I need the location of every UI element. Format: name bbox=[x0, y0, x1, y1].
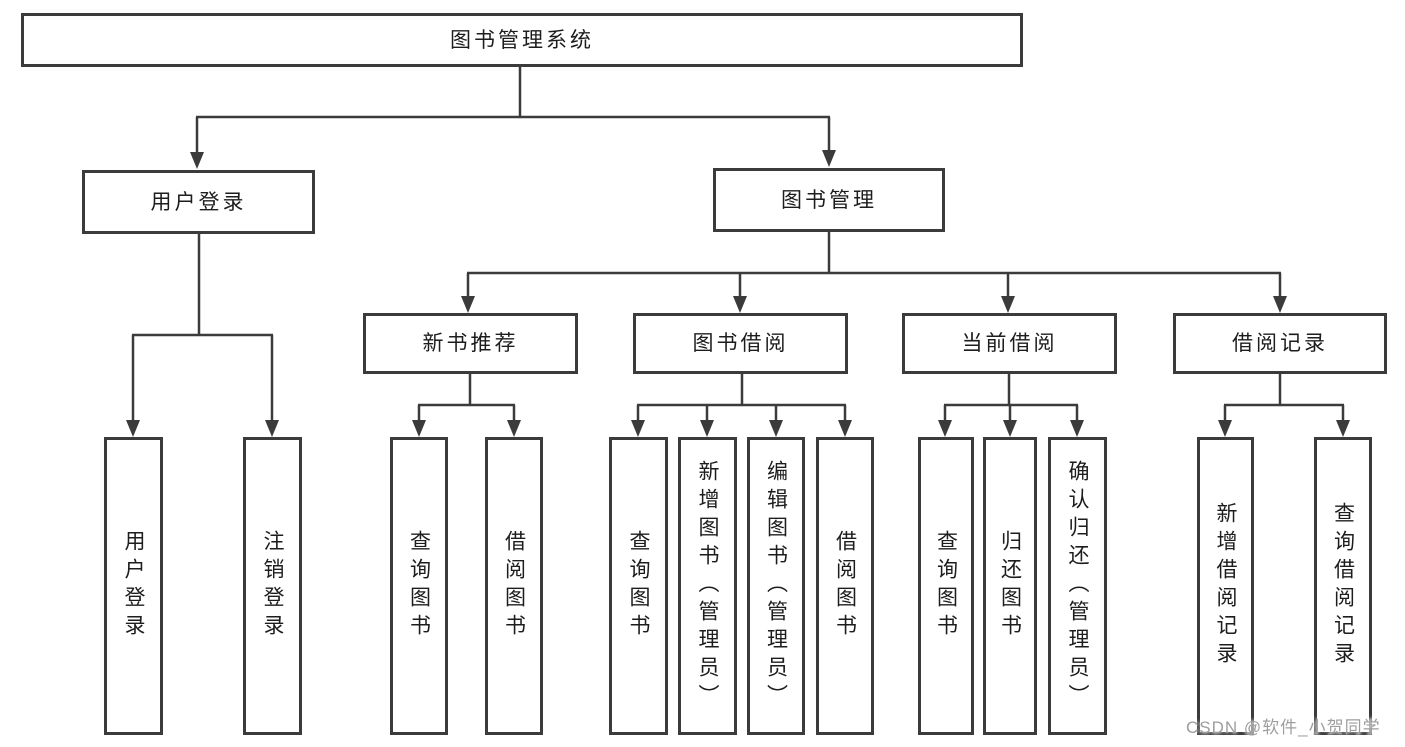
leaf-borrow-books-1: 借阅图书 bbox=[485, 437, 543, 735]
leaf-add-borrow-record: 新增借阅记录 bbox=[1197, 437, 1254, 735]
node-label: 编辑图书（管理员） bbox=[764, 460, 788, 712]
arrowhead-icon bbox=[507, 420, 521, 437]
node-book-borrow: 图书借阅 bbox=[633, 313, 848, 374]
node-label: 注销登录 bbox=[261, 530, 284, 642]
arrowhead-icon bbox=[190, 152, 204, 169]
leaf-query-borrow-record: 查询借阅记录 bbox=[1314, 437, 1372, 735]
leaf-user-login: 用户登录 bbox=[104, 437, 163, 735]
node-new-book-recommend: 新书推荐 bbox=[363, 313, 578, 374]
leaf-query-books-2: 查询图书 bbox=[609, 437, 668, 735]
node-label: 借阅图书 bbox=[833, 530, 857, 642]
node-current-borrow: 当前借阅 bbox=[902, 313, 1117, 374]
arrowhead-icon bbox=[412, 420, 426, 437]
node-user-login: 用户登录 bbox=[82, 170, 315, 234]
node-label: 查询图书 bbox=[407, 530, 431, 642]
node-label: 查询图书 bbox=[934, 530, 958, 642]
arrowhead-icon bbox=[1003, 420, 1017, 437]
arrowhead-icon bbox=[700, 420, 714, 437]
node-label: 当前借阅 bbox=[961, 332, 1058, 355]
arrowhead-icon bbox=[838, 420, 852, 437]
leaf-borrow-books-2: 借阅图书 bbox=[816, 437, 874, 735]
leaf-confirm-return-admin: 确认归还（管理员） bbox=[1048, 437, 1107, 735]
arrowhead-icon bbox=[1218, 420, 1232, 437]
arrowhead-icon bbox=[769, 420, 783, 437]
arrowhead-icon bbox=[1336, 420, 1350, 437]
node-label: 新增图书（管理员） bbox=[696, 460, 719, 712]
node-label: 查询借阅记录 bbox=[1331, 502, 1355, 670]
node-label: 借阅图书 bbox=[502, 530, 526, 642]
node-label: 归还图书 bbox=[998, 530, 1022, 642]
node-label: 新增借阅记录 bbox=[1214, 502, 1237, 670]
leaf-edit-book-admin: 编辑图书（管理员） bbox=[747, 437, 805, 735]
node-label: 借阅记录 bbox=[1232, 332, 1328, 355]
leaf-return-book: 归还图书 bbox=[983, 437, 1037, 735]
node-label: 用户登录 bbox=[122, 530, 145, 642]
arrowhead-icon bbox=[1273, 296, 1287, 313]
arrowhead-icon bbox=[822, 150, 836, 167]
node-label: 新书推荐 bbox=[422, 332, 519, 355]
node-label: 查询图书 bbox=[627, 530, 650, 642]
leaf-query-books-3: 查询图书 bbox=[918, 437, 974, 735]
node-label: 确认归还（管理员） bbox=[1066, 460, 1089, 712]
arrowhead-icon bbox=[1070, 420, 1084, 437]
arrowhead-icon bbox=[631, 420, 645, 437]
arrowhead-icon bbox=[1001, 296, 1015, 313]
node-label: 图书管理 bbox=[781, 188, 877, 212]
arrowhead-icon bbox=[733, 296, 747, 313]
node-borrow-records: 借阅记录 bbox=[1173, 313, 1387, 374]
leaf-query-books-1: 查询图书 bbox=[390, 437, 448, 735]
node-label: 图书借阅 bbox=[692, 332, 789, 355]
arrowhead-icon bbox=[265, 420, 279, 437]
leaf-logout: 注销登录 bbox=[243, 437, 302, 735]
arrowhead-icon bbox=[126, 420, 140, 437]
arrowhead-icon bbox=[938, 420, 952, 437]
leaf-add-book-admin: 新增图书（管理员） bbox=[678, 437, 737, 735]
watermark: CSDN @软件_小贺同学 bbox=[1186, 718, 1381, 737]
node-system-root: 图书管理系统 bbox=[21, 13, 1023, 67]
node-book-management: 图书管理 bbox=[713, 168, 945, 232]
arrowhead-icon bbox=[461, 296, 475, 313]
node-label: 用户登录 bbox=[150, 190, 247, 214]
node-label: 图书管理系统 bbox=[450, 28, 594, 52]
